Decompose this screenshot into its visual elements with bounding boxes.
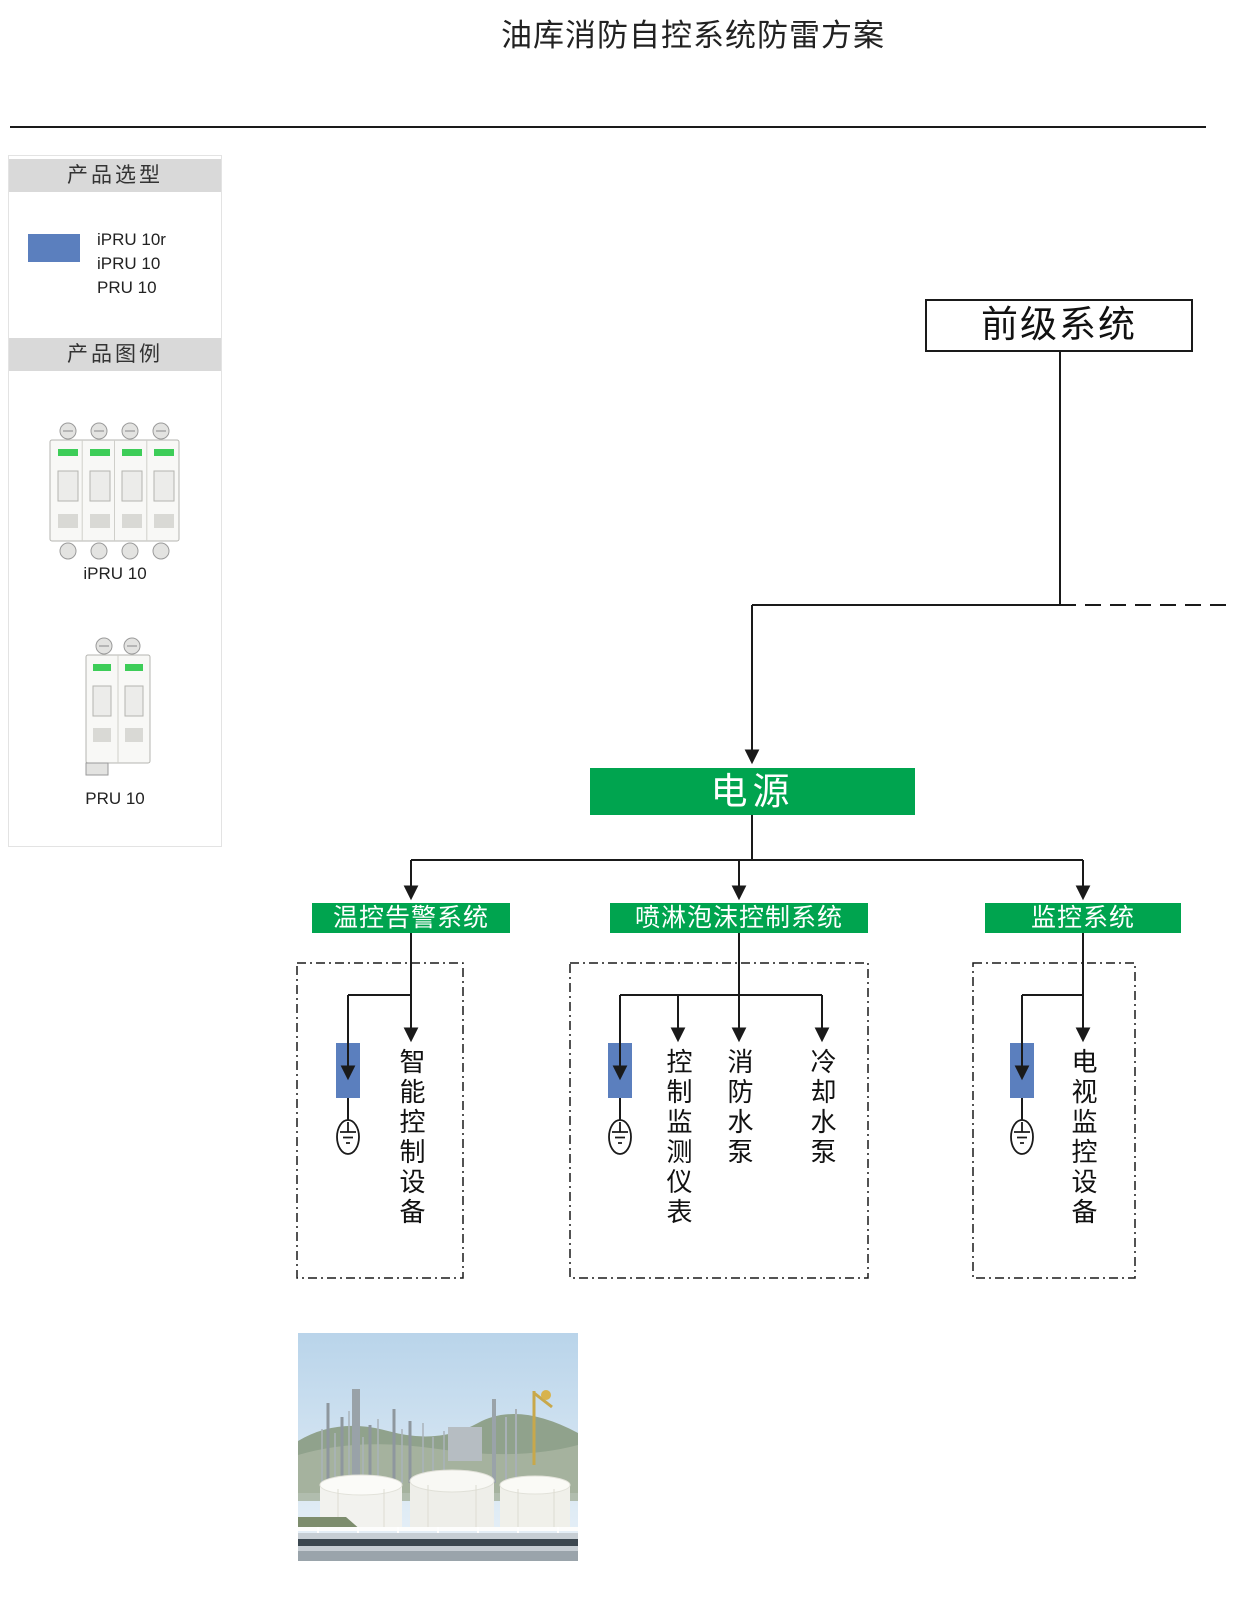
ground-3-icon: [1010, 1119, 1034, 1155]
ground-1-icon: [336, 1119, 360, 1155]
branch3-wires: [1014, 933, 1091, 1120]
oil-depot-photo: [298, 1333, 578, 1561]
ipru10-product-image: [49, 422, 180, 560]
branch-label-temperature-alarm: 温控告警系统: [312, 903, 510, 933]
spd-color-swatch: [28, 234, 80, 262]
branch-label-monitoring: 监控系统: [985, 903, 1181, 933]
load-fire-pump: 消防水泵: [724, 1048, 754, 1168]
branch2-wires: [612, 933, 830, 1120]
upstream-wires: [744, 352, 1234, 765]
ground-symbols: [336, 1119, 1034, 1155]
sidebar: 产品选型 iPRU 10r iPRU 10 PRU 10 产品图例: [8, 155, 222, 847]
branch1-wires: [340, 933, 419, 1120]
load-intelligent-control-equipment: 智能控制设备: [396, 1048, 426, 1228]
branch3-boundary: [972, 962, 1136, 1279]
pru10-label: PRU 10: [85, 789, 145, 808]
load-control-monitoring-instruments: 控制监测仪表: [663, 1048, 693, 1228]
branch-label-spray-foam-control: 喷淋泡沫控制系统: [610, 903, 868, 933]
product-option: iPRU 10r: [97, 230, 166, 249]
power-box: 电源: [590, 768, 915, 815]
upstream-system-box: 前级系统: [925, 299, 1193, 352]
load-tv-monitoring-equipment: 电视监控设备: [1068, 1048, 1098, 1228]
branch-boundaries: [296, 962, 1136, 1279]
product-option-list: iPRU 10r iPRU 10 PRU 10: [97, 228, 166, 300]
product-legend-header: 产品图例: [9, 338, 221, 371]
ground-2-icon: [608, 1119, 632, 1155]
title-divider: [10, 126, 1206, 128]
product-option: iPRU 10: [97, 254, 161, 273]
product-option: PRU 10: [97, 278, 157, 297]
load-cooling-pump: 冷却水泵: [807, 1048, 837, 1168]
ipru10-label: iPRU 10: [83, 564, 147, 583]
page-title: 油库消防自控系统防雷方案: [501, 18, 885, 53]
branch1-boundary: [296, 962, 464, 1279]
power-bus-wires: [403, 815, 1091, 901]
branch2-boundary: [569, 962, 869, 1279]
product-selection-header: 产品选型: [9, 159, 221, 192]
pru10-product-image: [85, 637, 151, 776]
